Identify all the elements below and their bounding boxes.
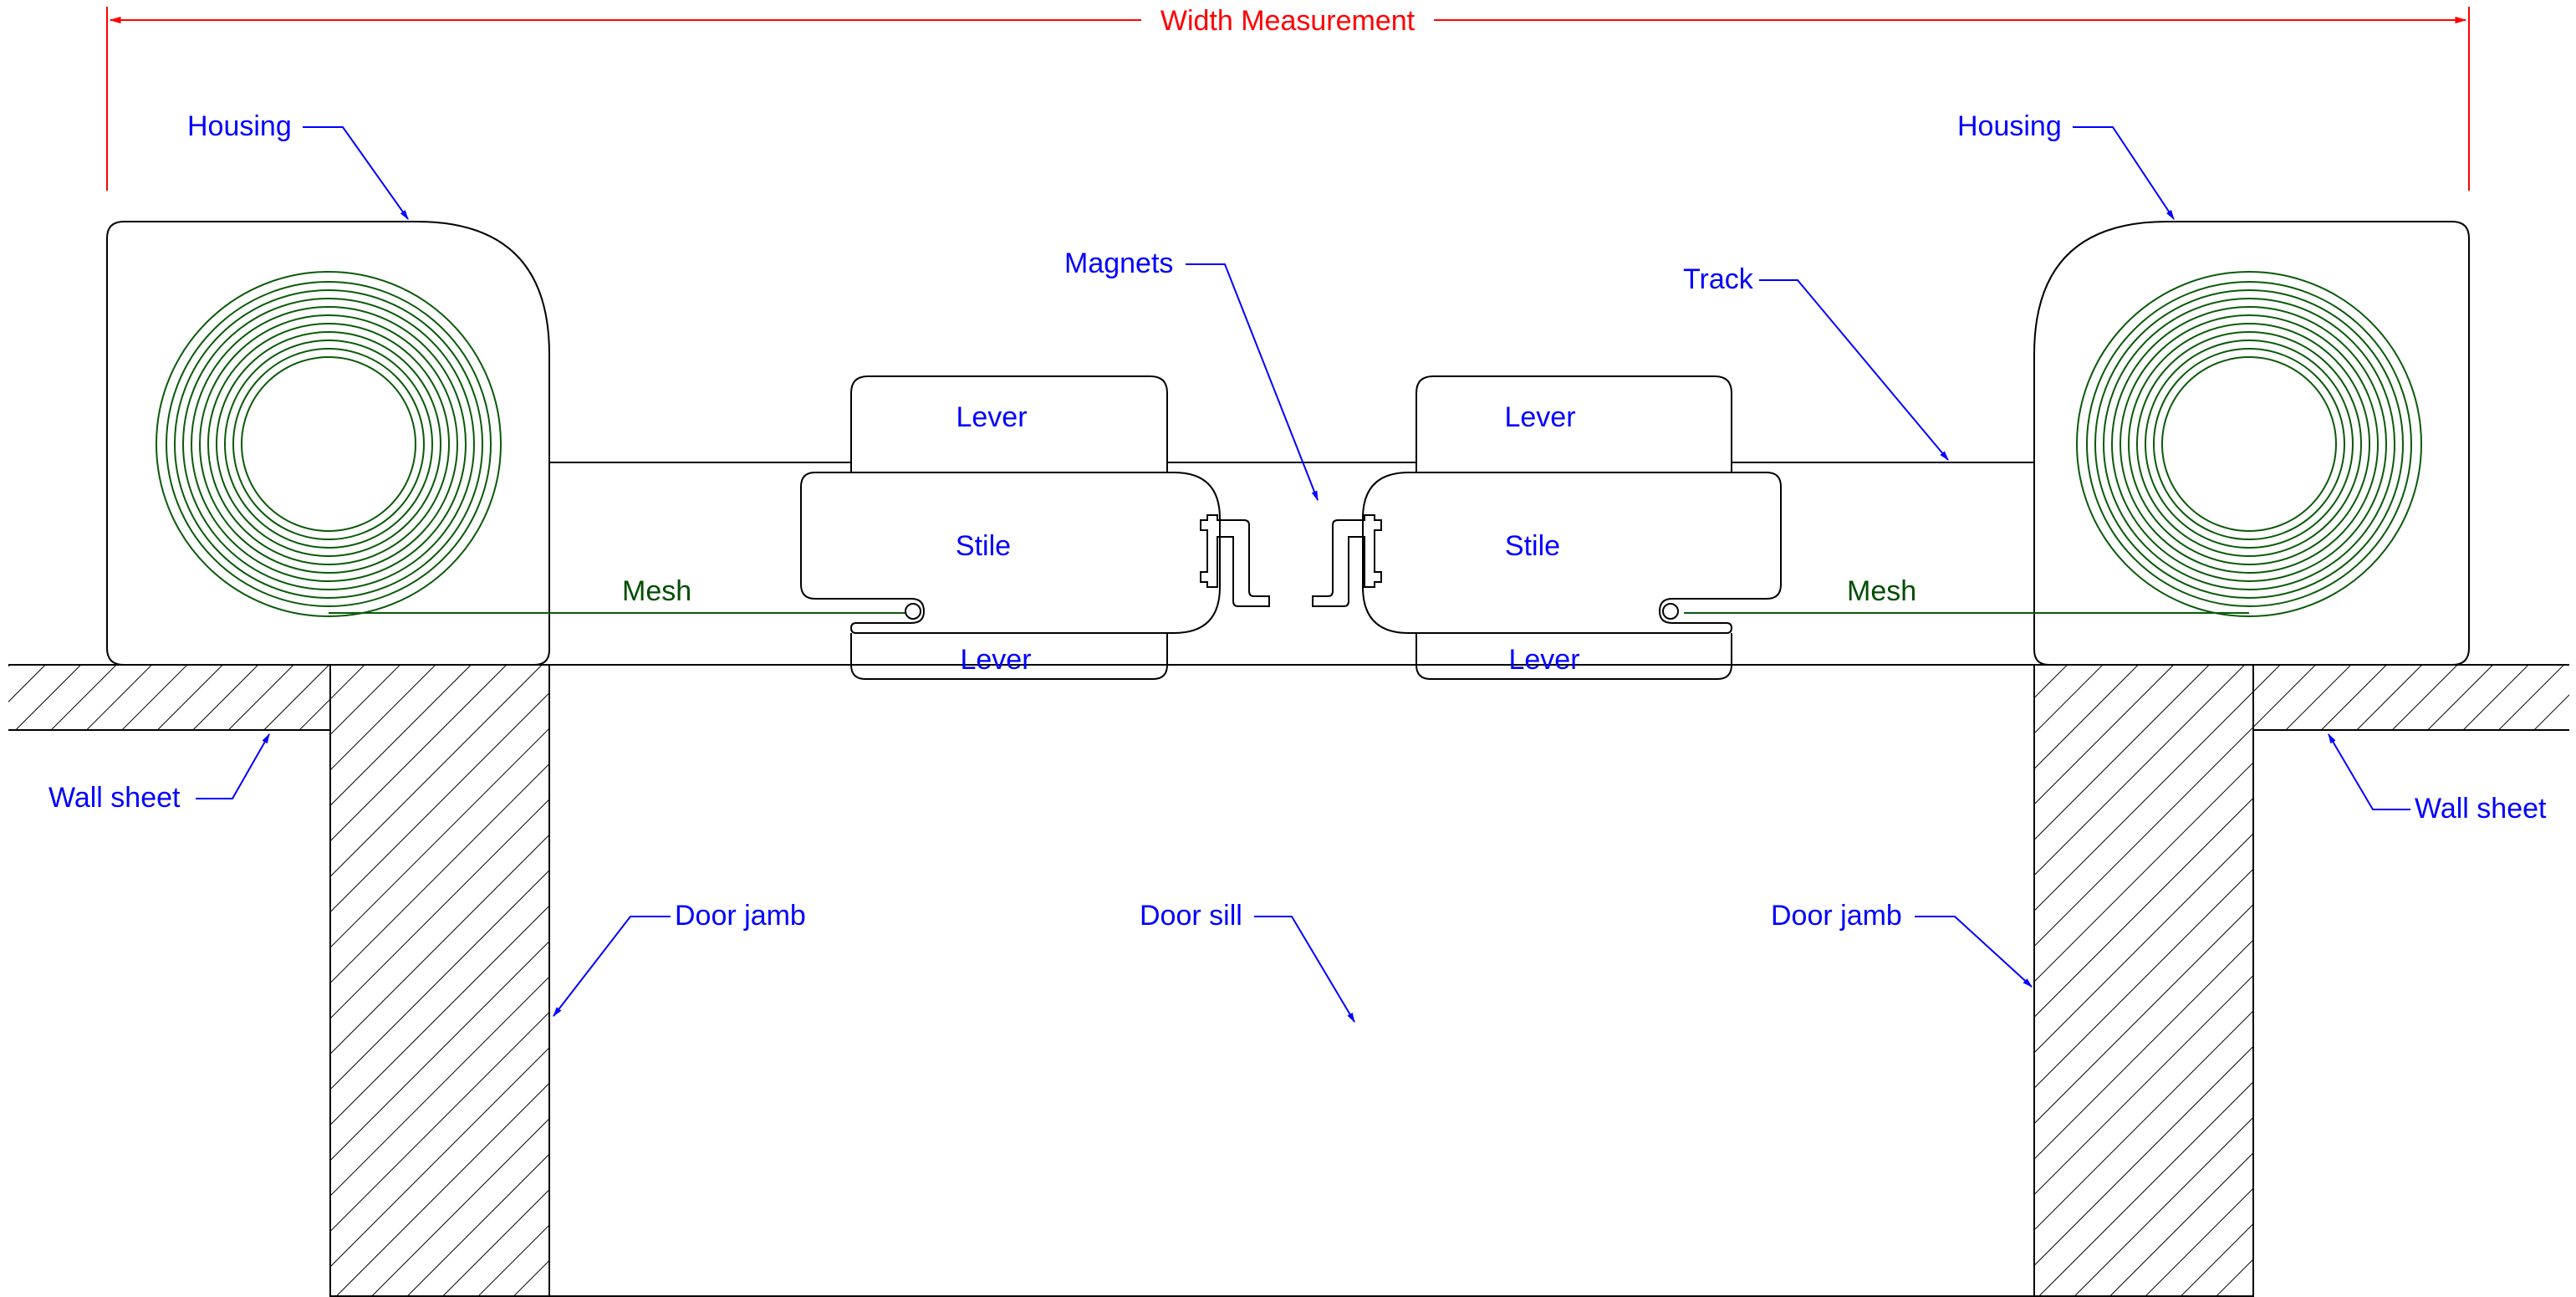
magnet-left-shape (1200, 514, 1270, 607)
stile-left-label: Stile (956, 530, 1011, 562)
wall-sheet-left-leader (196, 733, 270, 799)
door-jamb-left-shape (329, 664, 550, 1297)
coil-ring (2161, 356, 2337, 532)
lever-top-right-shape (1416, 375, 1732, 472)
wall-sheet-right-leader (2328, 733, 2410, 810)
coil-ring (232, 348, 425, 540)
housing-right-label: Housing (1957, 110, 2062, 142)
door-jamb-left-leader (553, 916, 671, 1017)
wall-sheet-left-label: Wall sheet (48, 782, 181, 814)
door-jamb-right-leader (1915, 916, 2033, 988)
coil-ring (182, 298, 475, 590)
door-jamb-right-label: Door jamb (1771, 900, 1902, 932)
lever-bottom-right-shape (1416, 633, 1732, 680)
coil-ring (2119, 314, 2379, 574)
housing-left-label: Housing (187, 110, 292, 142)
coil-ring (2086, 281, 2412, 607)
mesh-left-label: Mesh (622, 575, 691, 607)
coil-ring (2111, 306, 2387, 582)
stile-right-shape (1362, 472, 1782, 634)
coil-ring (156, 271, 502, 617)
mesh-right-label: Mesh (1847, 575, 1916, 607)
door-sill-shape (549, 664, 2034, 1297)
stile-right-label: Stile (1505, 530, 1560, 562)
coil-ring (174, 289, 483, 599)
magnet-right-shape (1312, 514, 1382, 607)
coil-ring (191, 306, 467, 582)
track-leader (1759, 279, 1949, 461)
door-sill-leader (1254, 916, 1355, 1024)
lever-bottom-left-shape (850, 633, 1168, 680)
lever-top-left-shape (850, 375, 1168, 472)
coil-ring (224, 340, 433, 549)
stile-left-shape (800, 472, 1221, 634)
width-dimension: Width Measurement (106, 5, 2470, 191)
lever-top-left-label: Lever (956, 401, 1027, 433)
coil-ring (2136, 331, 2362, 557)
door-jamb-left-label: Door jamb (675, 900, 806, 932)
coil-ring (241, 356, 416, 532)
wall-sheet-right (2253, 664, 2569, 731)
coil-ring (2153, 348, 2345, 540)
coil-ring (2145, 340, 2354, 549)
door-jamb-right-shape (2033, 664, 2254, 1297)
mesh-roll-right (2076, 271, 2422, 617)
door-sill-label: Door sill (1140, 900, 1242, 932)
coil-ring (166, 281, 492, 607)
lever-top-right-label: Lever (1504, 401, 1575, 433)
coil-ring (207, 323, 450, 565)
wall-sheet-left (8, 664, 330, 731)
coil-ring (216, 331, 441, 557)
width-measurement-label: Width Measurement (1160, 5, 1416, 37)
coil-ring (2076, 271, 2422, 617)
housing-left-shape (106, 221, 550, 666)
mesh-roll-left (156, 271, 502, 617)
wall-sheet-right-label: Wall sheet (2415, 793, 2547, 825)
coil-ring (2103, 298, 2395, 590)
coil-ring (199, 314, 458, 574)
magnets-leader (1186, 263, 1319, 502)
coil-ring (2128, 323, 2370, 565)
lever-bottom-right-label: Lever (1508, 644, 1579, 676)
magnets-label: Magnets (1064, 248, 1173, 279)
coil-ring (2094, 289, 2404, 599)
lever-bottom-left-label: Lever (960, 644, 1031, 676)
housing-left-leader (303, 126, 409, 220)
housing-right-shape (2033, 221, 2470, 666)
housing-right-leader (2073, 126, 2175, 220)
track-label: Track (1683, 263, 1754, 295)
